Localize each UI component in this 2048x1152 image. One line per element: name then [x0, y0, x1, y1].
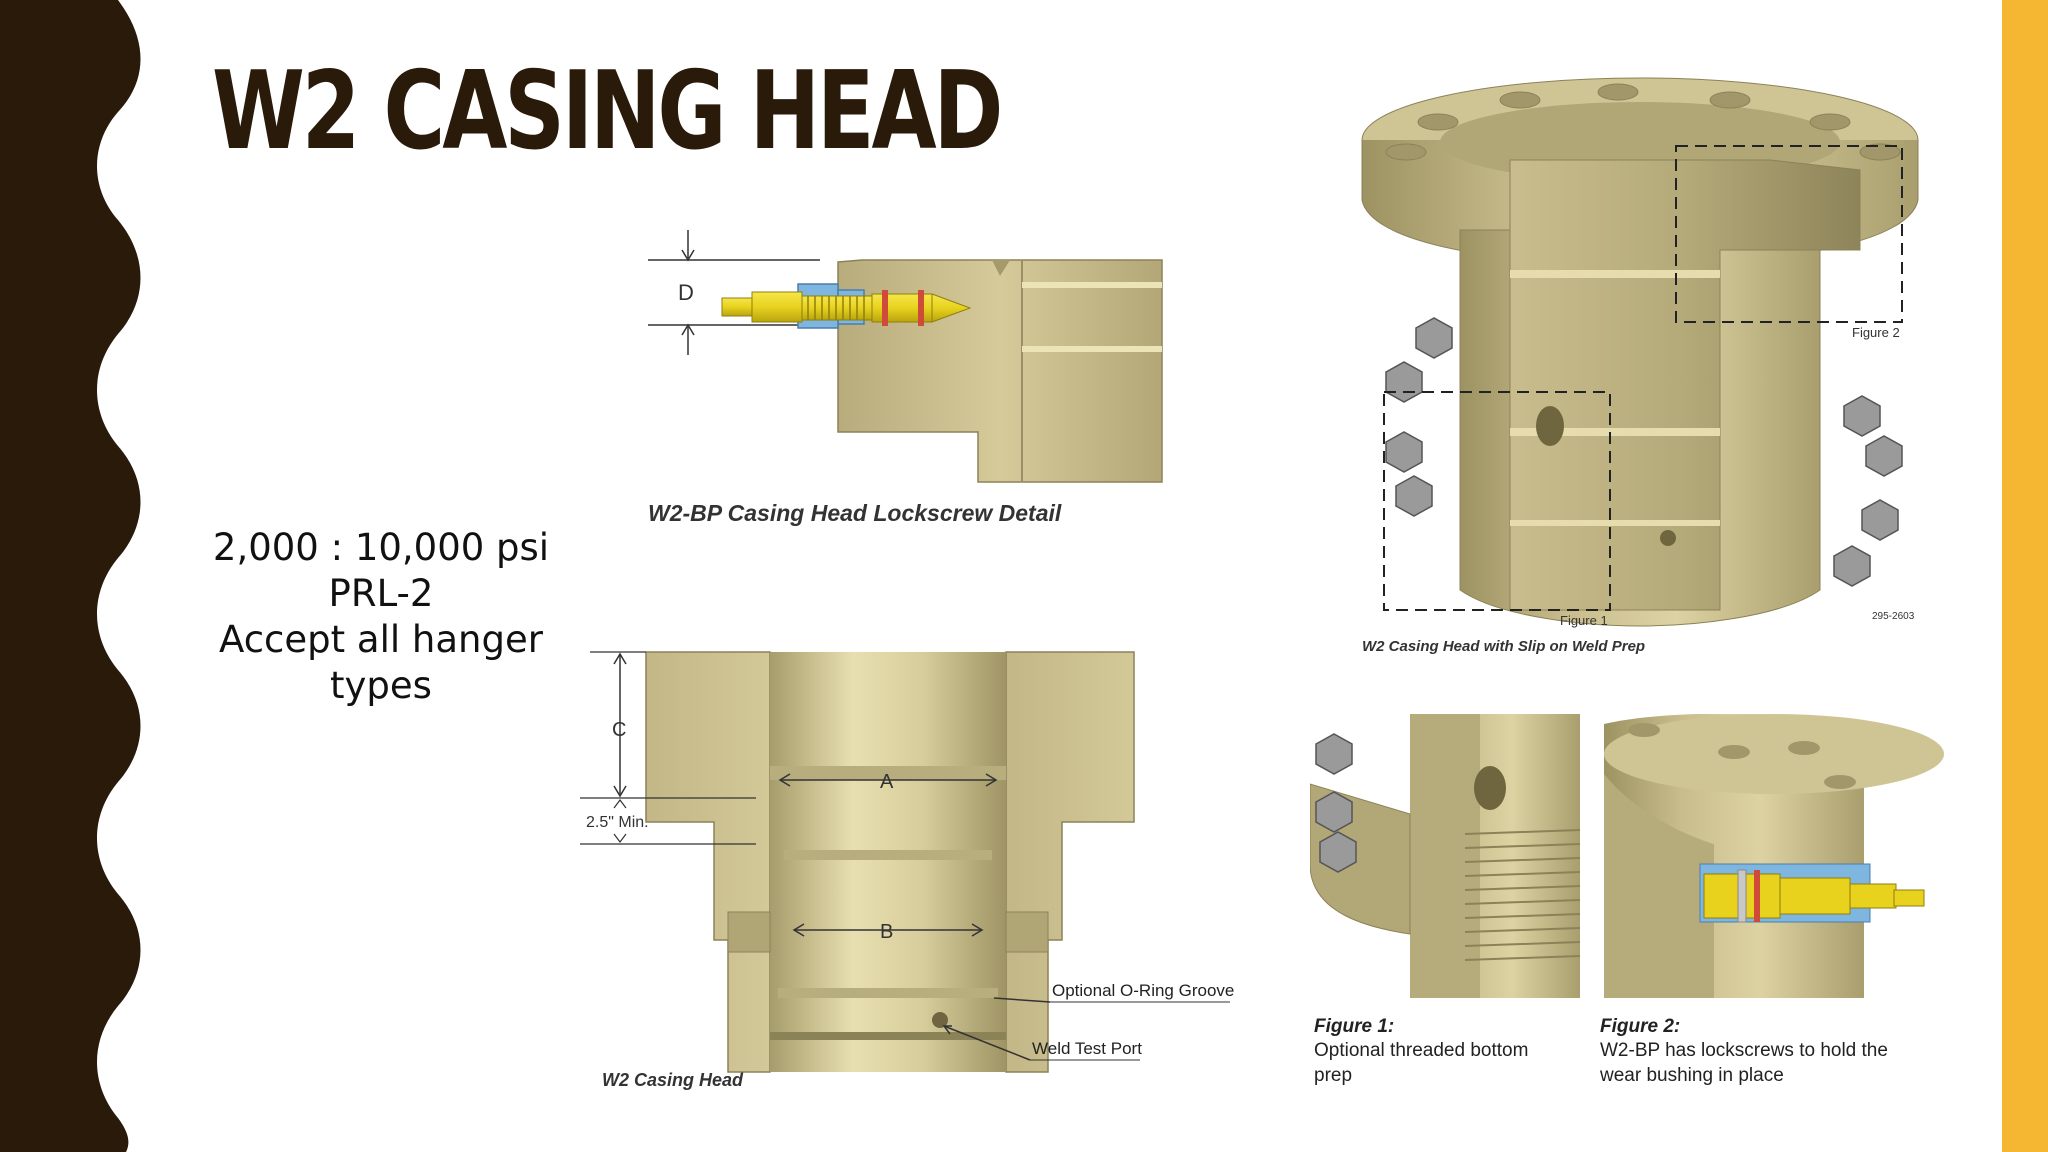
drawing-number: 295-2603	[1872, 611, 1915, 622]
figure1-tag: Figure 1	[1560, 613, 1608, 628]
figure1-title: Figure 1:	[1314, 1016, 1395, 1037]
iso-casing-head-drawing: Figure 2 Figure 1 295-2603	[1361, 77, 1919, 628]
spec-hanger-2: types	[330, 664, 432, 707]
left-wavy-band	[0, 0, 141, 1152]
casing-head-caption: W2 Casing Head	[602, 1070, 744, 1090]
callout-weld-test-port: Weld Test Port	[1032, 1039, 1142, 1058]
spec-hanger-1: Accept all hanger	[219, 618, 543, 661]
casing-head-section-drawing: C 2.5" Min. A B Optional O-Ring Groove W…	[580, 651, 1234, 1073]
right-accent-band	[2002, 0, 2048, 1152]
dim-min-label: 2.5" Min.	[586, 814, 649, 831]
figure2-caption: Figure 2: W2-BP has lockscrews to hold t…	[1600, 1016, 1930, 1088]
dimension-d-label: D	[678, 280, 694, 305]
callout-oring-groove: Optional O-Ring Groove	[1052, 981, 1234, 1000]
figure1-text: Optional threaded bottom prep	[1314, 1040, 1529, 1086]
dim-c-label: C	[612, 719, 626, 741]
figure1-drawing	[1310, 714, 1580, 998]
bore-a-label: A	[880, 771, 894, 793]
iso-view-caption: W2 Casing Head with Slip on Weld Prep	[1362, 638, 1646, 655]
bore-b-label: B	[880, 921, 893, 943]
figure2-title: Figure 2:	[1600, 1016, 1681, 1037]
spec-pressure: 2,000 : 10,000 psi	[212, 526, 550, 569]
spec-prl: PRL-2	[328, 572, 434, 615]
figure2-text: W2-BP has lockscrews to hold the wear bu…	[1600, 1040, 1888, 1086]
figure2-drawing	[1604, 714, 1944, 998]
lockscrew-detail-caption: W2-BP Casing Head Lockscrew Detail	[648, 500, 1062, 526]
figure2-tag: Figure 2	[1852, 325, 1900, 340]
figure1-caption: Figure 1: Optional threaded bottom prep	[1314, 1016, 1564, 1088]
specs-text: 2,000 : 10,000 psi PRL-2 Accept all hang…	[200, 525, 562, 709]
lockscrew-detail-drawing: D	[648, 230, 1163, 483]
slide-title: W2 CASING HEAD	[212, 49, 1003, 174]
